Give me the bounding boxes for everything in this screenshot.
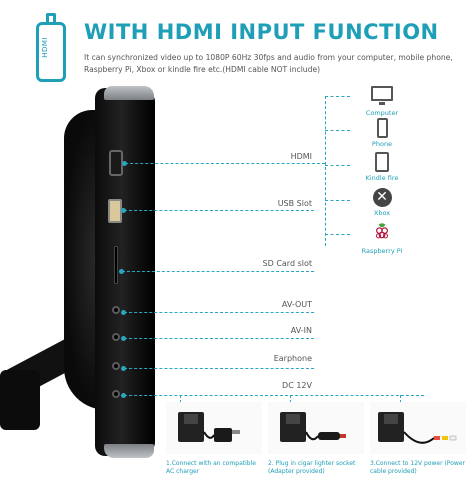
- tablet-icon: [375, 152, 389, 172]
- av-in-jack: [112, 333, 120, 341]
- hdmi-badge-text: HDMI: [41, 37, 49, 58]
- port-label-hdmi: HDMI: [290, 152, 312, 161]
- av-in-connector-dot: [121, 336, 126, 341]
- power-caption-car: 2. Plug in cigar lighter socket (Adapter…: [268, 460, 356, 475]
- hdmi-connector-dot: [122, 161, 127, 166]
- device-label: Xbox: [373, 209, 391, 217]
- dc-connector-line: [124, 395, 424, 396]
- device-label: Raspberry Pi: [361, 247, 403, 255]
- earphone-connector-line: [124, 368, 314, 369]
- computer-branch-line: [325, 96, 350, 97]
- power-caption-cable: 3.Connect to 12V power (Power cable prov…: [370, 460, 465, 475]
- usb-port: [108, 199, 122, 223]
- device-phone: Phone: [352, 118, 412, 148]
- page-description: It can synchronized video up to 1080P 60…: [84, 53, 453, 74]
- hdmi-plug-icon: [46, 13, 56, 25]
- usb-connector-dot: [121, 208, 126, 213]
- phone-branch-line: [325, 130, 350, 131]
- device-bracket-line: [325, 96, 326, 246]
- port-label-av-in: AV-IN: [290, 326, 312, 335]
- device-computer: Computer: [352, 86, 412, 117]
- ac-charger-photo: [166, 402, 262, 454]
- device-label: Kindle fire: [365, 174, 399, 182]
- av-in-connector-line: [124, 338, 314, 339]
- kindle-branch-line: [325, 165, 350, 166]
- usb-connector-line: [124, 210, 314, 211]
- raspberry-pi-icon: [375, 223, 389, 239]
- dc-connector-dot: [121, 393, 126, 398]
- hdmi-connector-line: [125, 163, 325, 164]
- av-out-connector-line: [124, 312, 314, 313]
- dc-12v-jack: [112, 390, 120, 398]
- monitor-side: [95, 88, 155, 456]
- monitor-top-cap: [104, 86, 154, 100]
- sd-connector-line: [122, 271, 314, 272]
- sd-connector-dot: [119, 269, 124, 274]
- page-title: WITH HDMI INPUT FUNCTION: [84, 20, 439, 44]
- device-kindle: Kindle fire: [352, 152, 412, 182]
- earphone-connector-dot: [121, 366, 126, 371]
- hdmi-port: [109, 150, 123, 176]
- monitor-bottom-cap: [104, 444, 154, 458]
- power-cable-photo: [370, 402, 466, 454]
- power-caption-ac: 1.Connect with an compatible AC charger: [166, 460, 256, 475]
- device-label: Phone: [371, 140, 393, 148]
- av-out-connector-dot: [121, 310, 126, 315]
- sd-card-port: [114, 246, 118, 284]
- port-label-sd-card: SD Card slot: [262, 259, 312, 268]
- port-label-usb: USB Slot: [277, 199, 312, 208]
- hdmi-cable-icon: HDMI: [36, 13, 66, 82]
- device-xbox: ✕ Xbox: [352, 188, 412, 217]
- port-label-av-out: AV-OUT: [281, 300, 312, 309]
- device-label: Computer: [365, 109, 399, 117]
- raspberry-branch-line: [325, 234, 350, 235]
- port-label-dc-12v: DC 12V: [282, 381, 312, 390]
- mount-bracket: [0, 370, 40, 430]
- av-out-jack: [112, 306, 120, 314]
- phone-icon: [376, 118, 388, 138]
- computer-icon: [371, 86, 393, 105]
- device-raspberry-pi: Raspberry Pi: [352, 222, 412, 255]
- xbox-icon: ✕: [372, 188, 392, 207]
- car-charger-photo: [268, 402, 364, 454]
- xbox-branch-line: [325, 200, 350, 201]
- earphone-jack: [112, 362, 120, 370]
- port-label-earphone: Earphone: [273, 354, 312, 363]
